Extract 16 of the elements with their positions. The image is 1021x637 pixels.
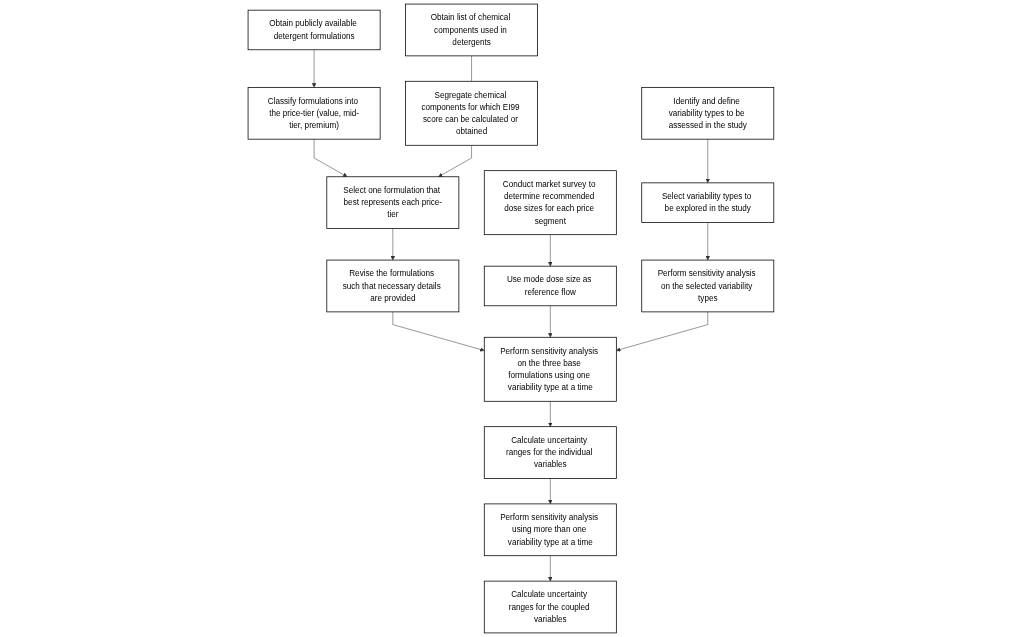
node-box: Select one formulation that best represents each price-tier	[326, 176, 459, 229]
node-box: Calculate uncertainty ranges for the individual variables	[483, 426, 617, 479]
node-box: Obtain publicly available detergent formulations	[247, 9, 381, 51]
node-box: Classify formulations into the price-tier (value, mid-tier, premium)	[247, 87, 381, 140]
connector	[470, 55, 472, 82]
node-box: Obtain list of chemical components used in detergents	[404, 3, 538, 57]
node-box: Segregate chemical components for which EI99 score can be calculated or obtained	[404, 80, 538, 146]
node-box: Identify and define variability types to be assessed in the study	[640, 87, 774, 140]
node-box: Use mode dose size as reference flow	[483, 265, 617, 307]
node-box: Revise the formulations such that necessary details are provided	[326, 259, 459, 313]
node-box: Perform sensitivity analysis on the selected variability types	[640, 259, 774, 313]
node-box: Perform sensitivity analysis on the three base formulations using one variability type at a time	[483, 336, 617, 402]
node-box: Calculate uncertainty ranges for the coupled variables	[483, 580, 617, 634]
node-box: Conduct market survey to determine recommended dose sizes for each price segment	[483, 170, 617, 236]
node-box: Select variability types to be explored in the study	[640, 182, 774, 223]
node-box: Perform sensitivity analysis using more than one variability type at a time	[483, 503, 617, 557]
